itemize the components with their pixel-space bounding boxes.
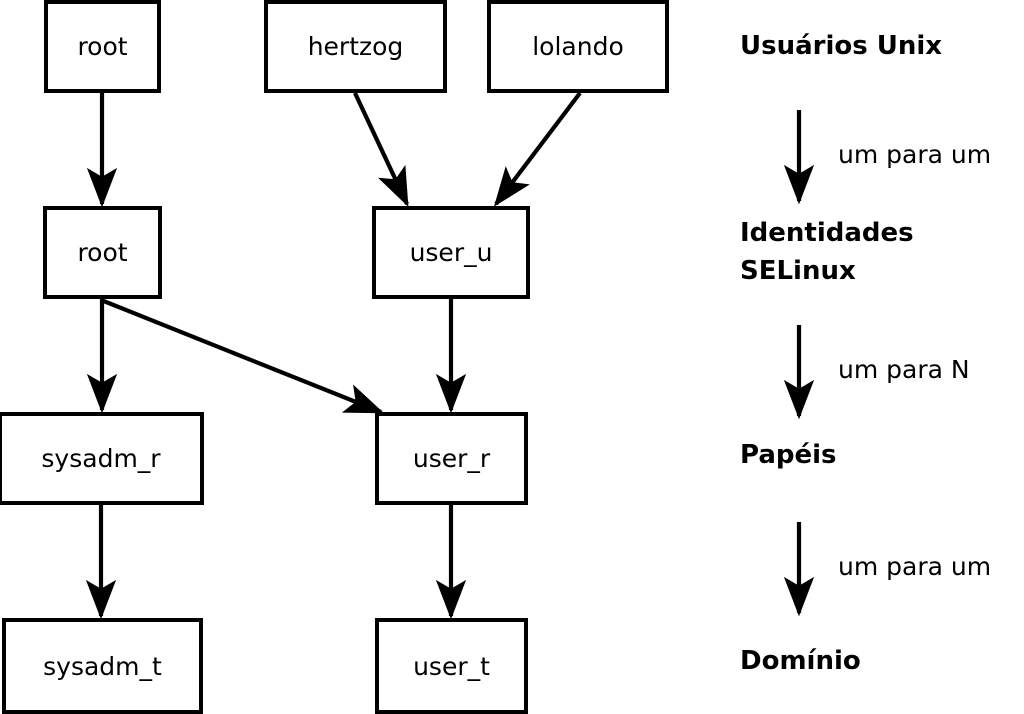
node-unix-root[interactable]: root	[44, 0, 161, 93]
node-role-user_r[interactable]: user_r	[375, 412, 528, 505]
level-selinux-identities-line2: SELinux	[740, 256, 856, 286]
node-label: user_t	[413, 651, 490, 681]
level-roles: Papéis	[740, 440, 837, 470]
node-selinux-root[interactable]: root	[43, 206, 162, 299]
edge-selinux-root-to-user_r	[100, 298, 385, 414]
legend-arrow-3-label: um para um	[838, 552, 992, 581]
node-unix-hertzog[interactable]: hertzog	[264, 0, 447, 93]
level-selinux-identities: Identidades	[740, 218, 914, 248]
node-label: root	[77, 238, 128, 267]
node-label: lolando	[532, 32, 624, 61]
node-label: user_r	[412, 444, 491, 473]
node-label: root	[77, 32, 128, 61]
legend-arrow-1-label: um para um	[838, 140, 992, 169]
node-label: user_u	[409, 238, 493, 267]
edge-lolando-to-user_u	[493, 91, 582, 207]
node-unix-lolando[interactable]: lolando	[487, 0, 669, 93]
node-role-sysadm_r[interactable]: sysadm_r	[0, 412, 204, 505]
level-domains: Domínio	[740, 646, 861, 676]
node-domain-sysadm_t[interactable]: sysadm_t	[2, 618, 203, 714]
level-unix-users: Usuários Unix	[740, 31, 943, 61]
node-label: sysadm_r	[41, 444, 161, 473]
node-label: hertzog	[307, 32, 404, 61]
node-domain-user_t[interactable]: user_t	[375, 618, 528, 714]
node-label: sysadm_t	[43, 651, 162, 681]
edge-hertzog-to-user_u	[353, 92, 409, 208]
node-selinux-user_u[interactable]: user_u	[372, 206, 530, 299]
legend-arrow-2-label: um para N	[838, 355, 970, 384]
